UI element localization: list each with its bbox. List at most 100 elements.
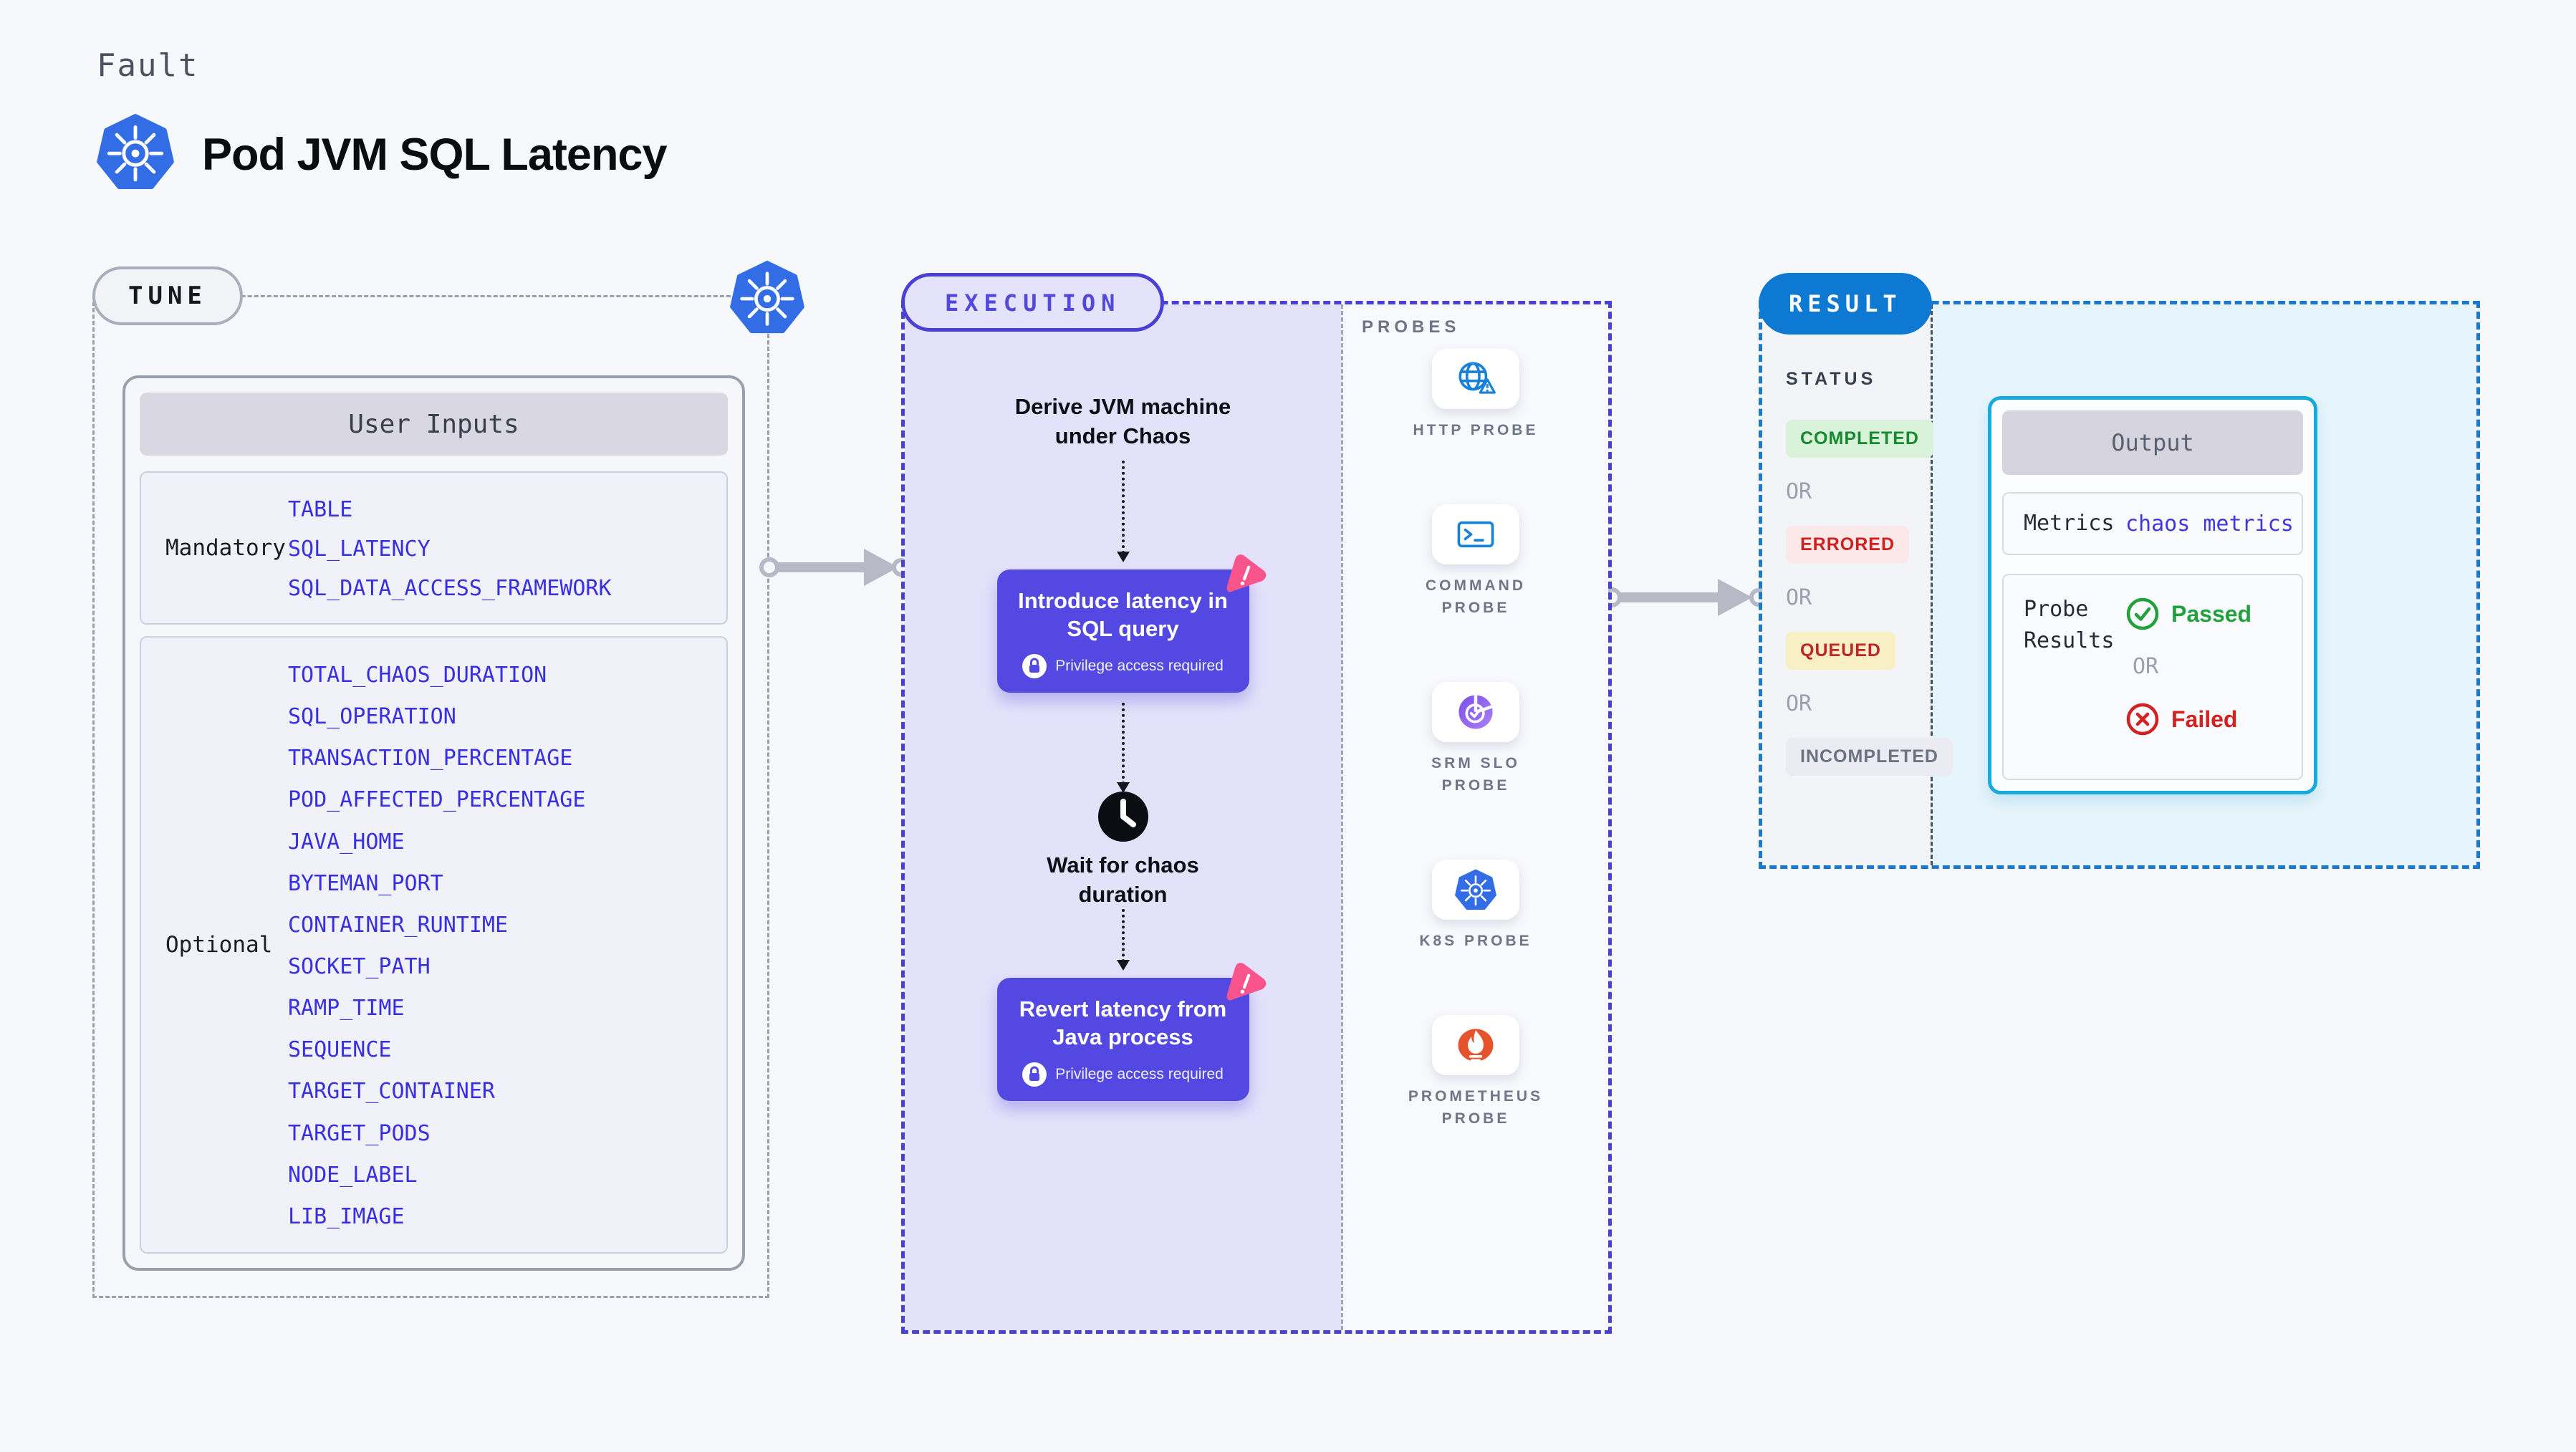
passed-label: Passed xyxy=(2171,600,2252,627)
output-header: Output xyxy=(2002,410,2303,475)
optional-row: Optional TOTAL_CHAOS_DURATION SQL_OPERAT… xyxy=(140,636,728,1254)
execution-to-result-arrow xyxy=(1602,579,1768,616)
status-title: STATUS xyxy=(1786,369,1877,389)
kubernetes-icon xyxy=(730,260,804,335)
revert-latency-step: Revert latency from Java process Privile… xyxy=(996,978,1249,1101)
privilege-note: Privilege access required xyxy=(1055,658,1224,674)
mandatory-values: TABLE SQL_LATENCY SQL_DATA_ACCESS_FRAMEW… xyxy=(288,473,726,623)
input-variable: JAVA_HOME xyxy=(288,829,405,855)
execution-section: EXECUTION Derive JVM machine under Chaos… xyxy=(901,273,1612,1334)
flow-connector-arrow xyxy=(1116,909,1130,971)
probe-item: COMMAND PROBE xyxy=(1404,504,1547,619)
probe-results-values: Passed OR Failed xyxy=(2125,594,2302,760)
probes-title: PROBES xyxy=(1362,317,1461,337)
privilege-row: Privilege access required xyxy=(1011,654,1235,678)
execution-flow: Derive JVM machine under Chaos Introduce… xyxy=(905,304,1341,1330)
execution-badge[interactable]: EXECUTION xyxy=(901,273,1165,332)
probe-item: PROMETHEUS PROBE xyxy=(1404,1015,1547,1130)
privilege-note: Privilege access required xyxy=(1055,1066,1224,1082)
mandatory-row: Mandatory TABLE SQL_LATENCY SQL_DATA_ACC… xyxy=(140,471,728,625)
output-card: Output Metrics chaos metrics Probe Resul… xyxy=(1988,396,2317,794)
command-probe-card xyxy=(1432,504,1519,564)
check-circle-icon xyxy=(2126,597,2159,630)
status-stack: STATUS COMPLETED OR ERRORED OR QUEUED OR… xyxy=(1786,369,1953,776)
input-variable: SQL_LATENCY xyxy=(288,536,431,562)
http-probe-card xyxy=(1432,349,1519,409)
probe-label: SRM SLO PROBE xyxy=(1431,755,1520,794)
clock-icon xyxy=(1097,792,1148,842)
flow-connector-arrow xyxy=(1116,703,1130,793)
input-variable: SEQUENCE xyxy=(288,1037,392,1063)
input-variable: NODE_LABEL xyxy=(288,1162,418,1188)
tune-section: TUNE User Inputs Mandatory TABLE SQL_LAT… xyxy=(92,295,769,1298)
srm-slo-probe-card xyxy=(1432,682,1519,742)
probe-item: SRM SLO PROBE xyxy=(1404,682,1547,797)
status-errored-badge: ERRORED xyxy=(1786,526,1910,564)
input-variable: SQL_DATA_ACCESS_FRAMEWORK xyxy=(288,576,612,602)
privilege-row: Privilege access required xyxy=(1011,1062,1235,1087)
input-variable: TABLE xyxy=(288,496,353,522)
probe-results-label: Probe Results xyxy=(2024,597,2115,653)
prometheus-probe-card xyxy=(1432,1015,1519,1075)
or-label: OR xyxy=(1786,585,1812,610)
result-section: RESULT STATUS COMPLETED OR ERRORED OR QU… xyxy=(1759,273,2480,869)
input-variable: LIB_IMAGE xyxy=(288,1203,405,1229)
optional-label: Optional xyxy=(165,932,273,958)
status-completed-badge: COMPLETED xyxy=(1786,420,1933,458)
input-variable: TARGET_PODS xyxy=(288,1120,431,1146)
input-variable: TRANSACTION_PERCENTAGE xyxy=(288,746,573,771)
or-label: OR xyxy=(2133,654,2159,679)
or-label: OR xyxy=(1786,691,1812,716)
introduce-step-label: Introduce latency in SQL query xyxy=(1018,588,1228,641)
probe-item: HTTP PROBE xyxy=(1404,349,1547,441)
kubernetes-icon xyxy=(97,113,174,191)
probes-list: HTTP PROBE COMMAND PROBE xyxy=(1343,349,1608,1130)
probe-label: HTTP PROBE xyxy=(1413,422,1539,438)
chaos-icon xyxy=(1222,551,1268,597)
metrics-value: chaos metrics xyxy=(2125,511,2294,537)
tune-to-execution-arrow xyxy=(759,549,910,586)
fault-kicker: Fault xyxy=(97,47,199,84)
input-variable: POD_AFFECTED_PERCENTAGE xyxy=(288,787,586,813)
input-variable: SOCKET_PATH xyxy=(288,954,431,980)
status-queued-badge: QUEUED xyxy=(1786,632,1895,670)
tune-badge[interactable]: TUNE xyxy=(92,266,243,325)
result-divider xyxy=(1931,304,1933,865)
or-label: OR xyxy=(1786,479,1812,504)
probe-label: COMMAND PROBE xyxy=(1426,577,1526,616)
input-variable: BYTEMAN_PORT xyxy=(288,870,443,896)
input-variable: SQL_OPERATION xyxy=(288,704,456,730)
optional-values: TOTAL_CHAOS_DURATION SQL_OPERATION TRANS… xyxy=(288,638,726,1252)
probes-panel: PROBES HTTP PROB xyxy=(1341,304,1608,1330)
revert-step-label: Revert latency from Java process xyxy=(1019,996,1227,1049)
flow-connector-arrow xyxy=(1116,461,1130,562)
input-variable: CONTAINER_RUNTIME xyxy=(288,912,509,938)
http-probe-icon xyxy=(1458,362,1496,394)
x-circle-icon xyxy=(2126,703,2159,736)
prometheus-probe-icon xyxy=(1458,1029,1494,1062)
metrics-row: Metrics chaos metrics xyxy=(2002,492,2303,555)
probe-item: K8S PROBE xyxy=(1404,860,1547,952)
derive-step-label: Derive JVM machine under Chaos xyxy=(1014,394,1231,448)
passed-row: Passed xyxy=(2125,597,2302,631)
user-inputs-card: User Inputs Mandatory TABLE SQL_LATENCY … xyxy=(122,375,745,1271)
k8s-probe-card xyxy=(1432,860,1519,920)
input-variable: RAMP_TIME xyxy=(288,996,405,1021)
metrics-label: Metrics xyxy=(2024,511,2115,536)
lock-icon xyxy=(1022,1062,1047,1087)
failed-row: Failed xyxy=(2125,702,2302,736)
wait-step-label: Wait for chaos duration xyxy=(1047,852,1199,907)
result-badge[interactable]: RESULT xyxy=(1759,273,1932,335)
user-inputs-header: User Inputs xyxy=(140,393,728,456)
probe-label: PROMETHEUS PROBE xyxy=(1408,1088,1544,1127)
input-variable: TOTAL_CHAOS_DURATION xyxy=(288,663,547,688)
status-incompleted-badge: INCOMPLETED xyxy=(1786,738,1953,776)
input-variable: TARGET_CONTAINER xyxy=(288,1079,495,1105)
introduce-latency-step: Introduce latency in SQL query Privilege… xyxy=(996,569,1249,693)
lock-icon xyxy=(1022,654,1047,678)
probe-results-row: Probe Results Passed OR xyxy=(2002,574,2303,780)
chaos-icon xyxy=(1222,959,1268,1005)
failed-label: Failed xyxy=(2171,706,2238,732)
probe-label: K8S PROBE xyxy=(1419,933,1532,949)
